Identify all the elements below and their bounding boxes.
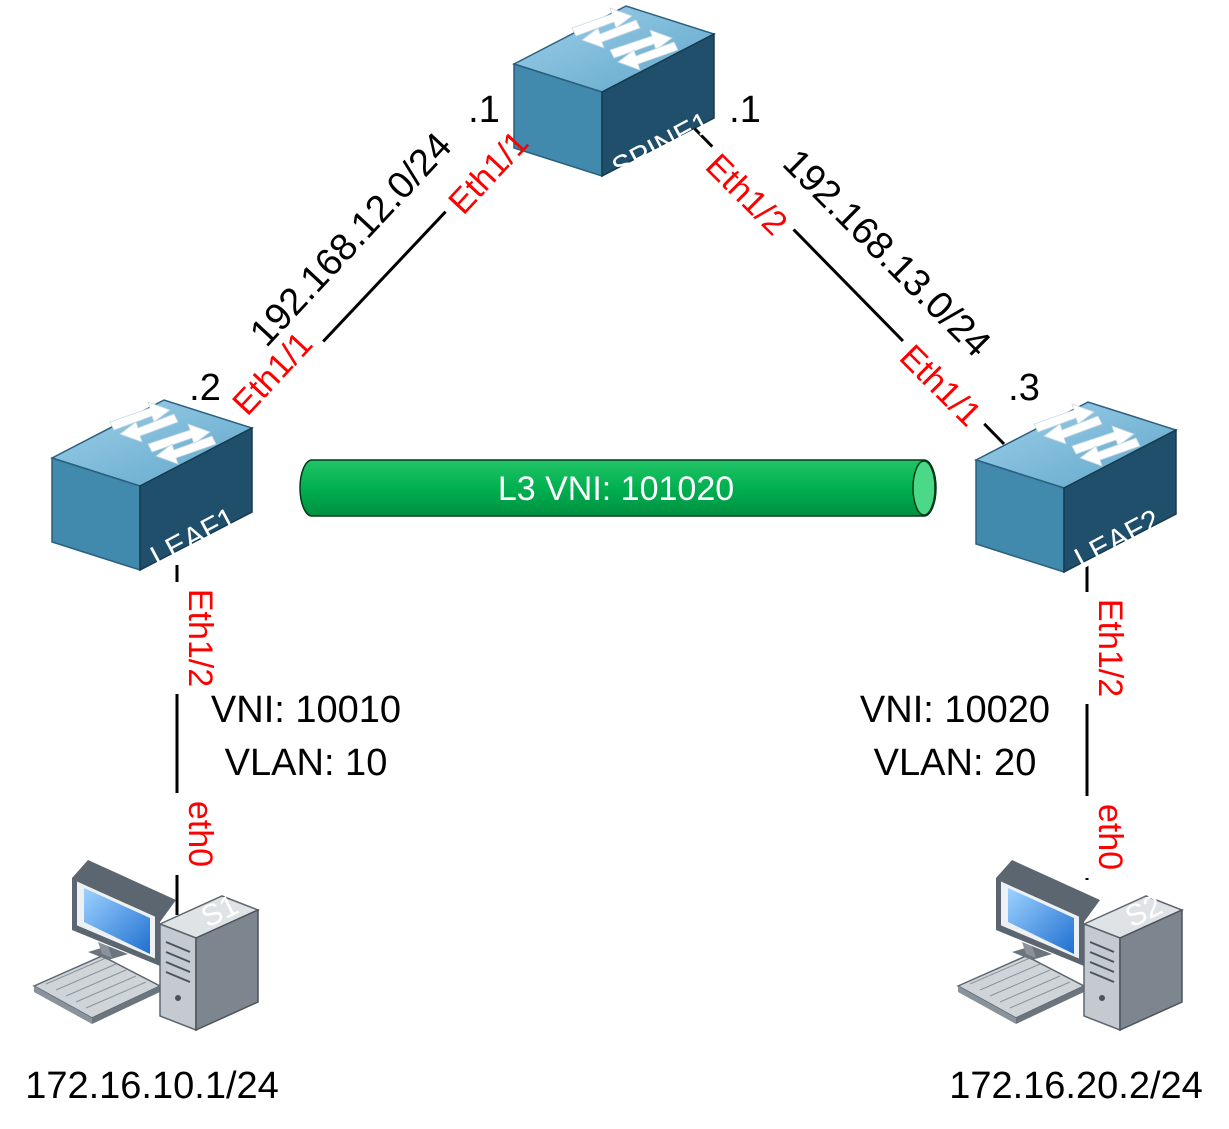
workstation-icon (957, 859, 1183, 1031)
tunnel-label: L3 VNI: 101020 (498, 470, 734, 508)
s2-host[interactable]: S2 (957, 859, 1183, 1031)
workstation-icon (33, 859, 259, 1031)
leaf2-ip: .3 (1008, 367, 1040, 409)
subnet-spine-leaf1: 192.168.12.0/24 (242, 125, 460, 355)
s1-host[interactable]: S1 (33, 859, 259, 1031)
left-vlan-label: VLAN: 10 (225, 742, 388, 784)
s2-ip-label: 172.16.20.2/24 (949, 1065, 1203, 1107)
spine1-eth1-1-label: Eth1/1 (441, 124, 536, 222)
leaf2-switch[interactable]: LEAF2 (975, 401, 1177, 576)
leaf1-switch[interactable]: LEAF1 (51, 399, 253, 574)
s1-ip-label: 172.16.10.1/24 (25, 1065, 279, 1107)
right-vni-label: VNI: 10020 (860, 689, 1050, 731)
leaf2-eth1-2-label: Eth1/2 (1091, 599, 1129, 697)
subnet-spine-leaf2: 192.168.13.0/24 (775, 142, 999, 366)
l3-vni-tunnel: L3 VNI: 101020 (299, 459, 937, 517)
s2-eth0-label: eth0 (1091, 804, 1129, 870)
right-vlan-label: VLAN: 20 (874, 742, 1037, 784)
spine1-ip-right: .1 (729, 89, 761, 131)
spine1-ip-left: .1 (468, 89, 500, 131)
spine1-eth1-2-label: Eth1/2 (698, 147, 794, 243)
s1-eth0-label: eth0 (181, 801, 219, 867)
spine1-switch[interactable]: SPINE1 (513, 5, 716, 185)
left-vni-label: VNI: 10010 (211, 689, 401, 731)
leaf1-ip: .2 (189, 367, 221, 409)
leaf1-eth1-2-label: Eth1/2 (181, 589, 219, 687)
